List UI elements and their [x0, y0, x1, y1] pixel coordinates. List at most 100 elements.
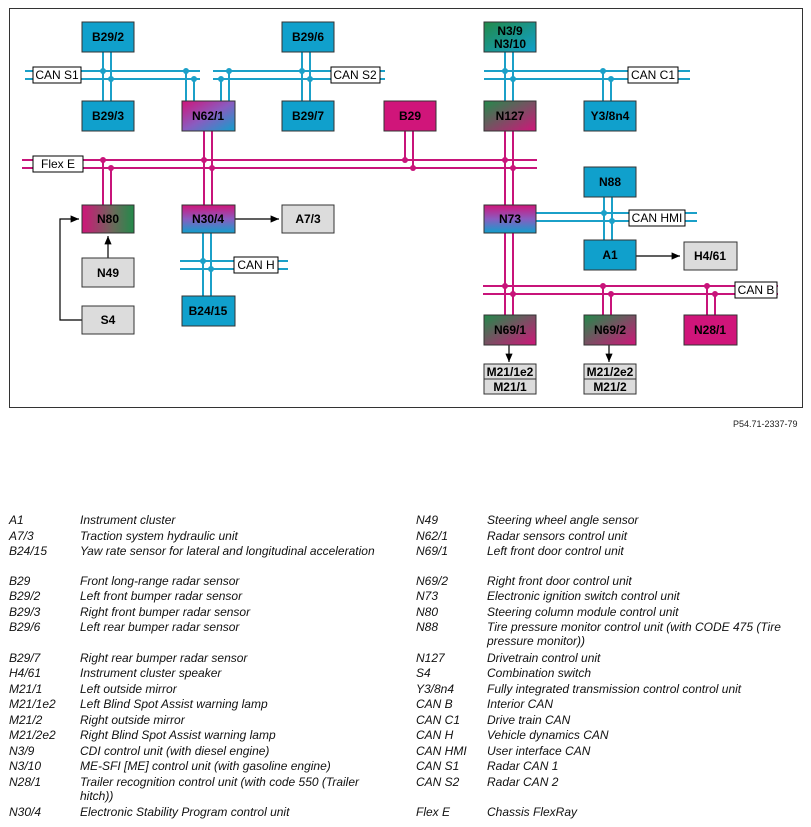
- legend-code: A7/3: [9, 529, 34, 543]
- block-n3-9-n3-10: [483, 21, 537, 53]
- label-h4-61: H4/61: [694, 249, 726, 263]
- label-y3-8n4: Y3/8n4: [591, 109, 630, 123]
- legend-code: CAN H: [416, 728, 454, 742]
- legend-code: B29/2: [9, 589, 41, 603]
- label-b29-2: B29/2: [92, 30, 124, 44]
- legend-code: M21/2: [9, 713, 43, 727]
- label-b29-3: B29/3: [92, 109, 124, 123]
- legend-code: CAN S1: [416, 759, 460, 773]
- label-n80: N80: [97, 212, 119, 226]
- block-n69-1: [483, 314, 537, 346]
- legend-description: ME-SFI [ME] control unit (with gasoline …: [80, 759, 331, 773]
- legend-description: Radar sensors control unit: [487, 529, 628, 543]
- label-m21-1: M21/1: [493, 380, 527, 394]
- legend-description: Right rear bumper radar sensor: [80, 651, 248, 665]
- block-b24-15: [181, 295, 236, 327]
- legend-code: M21/2e2: [9, 728, 56, 742]
- legend-description: Fully integrated transmission control co…: [487, 682, 742, 696]
- block-b29-7: [281, 100, 335, 132]
- block-n49: [81, 257, 135, 288]
- legend-code: N3/9: [9, 744, 35, 758]
- legend-code: A1: [9, 513, 24, 527]
- legend-description: Vehicle dynamics CAN: [487, 728, 609, 742]
- label-a1: A1: [602, 248, 618, 262]
- block-b29-6: [281, 21, 335, 53]
- legend-code: N30/4: [9, 805, 42, 819]
- legend-description: CDI control unit (with diesel engine): [80, 744, 270, 758]
- block-n30-4: [181, 204, 236, 234]
- block-n69-2: [583, 314, 637, 346]
- legend-description: Drive train CAN: [487, 713, 571, 727]
- legend-description: Trailer recognition control unit (with c…: [80, 775, 360, 803]
- legend-code: CAN C1: [416, 713, 461, 727]
- signal-arrows: [59, 215, 680, 362]
- legend-code: N69/2: [416, 574, 449, 588]
- legend-description: Right front door control unit: [487, 574, 632, 588]
- legend-description: Chassis FlexRay: [487, 805, 578, 819]
- legend-code: B29/7: [9, 651, 41, 665]
- legend-description: Electronic Stability Program control uni…: [80, 805, 290, 819]
- legend-description: Left Blind Spot Assist warning lamp: [80, 697, 268, 711]
- legend-code: M21/1e2: [9, 697, 56, 711]
- legend-code: CAN B: [416, 697, 453, 711]
- label-a7-3: A7/3: [295, 212, 321, 226]
- legend-description: Left rear bumper radar sensor: [80, 620, 240, 634]
- block-s4: [81, 305, 135, 335]
- label-n69-2: N69/2: [594, 323, 626, 337]
- reference-number: P54.71-2337-79: [733, 419, 798, 429]
- label-n28-1: N28/1: [694, 323, 726, 337]
- legend-description: Yaw rate sensor for lateral and longitud…: [80, 544, 375, 558]
- label-n3-10: N3/10: [494, 37, 526, 51]
- block-n28-1: [683, 314, 738, 346]
- legend-code: M21/1: [9, 682, 43, 696]
- block-n62-1: [181, 100, 236, 132]
- legend-description: Interior CAN: [487, 697, 554, 711]
- can-h-label-box: [233, 256, 279, 274]
- flex-e-label-box: [32, 155, 84, 173]
- legend-code: CAN HMI: [416, 744, 467, 758]
- flex-e-bus: [22, 131, 537, 206]
- flex-e-label: Flex E: [41, 157, 75, 171]
- legend-code: N80: [416, 605, 439, 619]
- label-b29-6: B29/6: [292, 30, 324, 44]
- label-b29: B29: [399, 109, 421, 123]
- label-n49: N49: [97, 266, 119, 280]
- legend-description: Instrument cluster speaker: [80, 666, 222, 680]
- legend-code: B29/6: [9, 620, 41, 634]
- legend-description: Front long-range radar sensor: [80, 574, 240, 588]
- can-h-label: CAN H: [237, 258, 274, 272]
- legend-description: Left front bumper radar sensor: [80, 589, 243, 603]
- can-b-label-box: [734, 281, 778, 299]
- legend-code: N62/1: [416, 529, 449, 543]
- legend-code: B29/3: [9, 605, 41, 619]
- label-n3-9: N3/9: [497, 24, 523, 38]
- label-m21-2e2: M21/2e2: [587, 365, 634, 379]
- legend-description: Tire pressure monitor control unit (with…: [487, 620, 781, 648]
- block-n73: [483, 204, 537, 234]
- legend-code: S4: [416, 666, 431, 680]
- legend-description: Steering column module control unit: [487, 605, 679, 619]
- can-b-label: CAN B: [738, 283, 775, 297]
- legend-description: Instrument cluster: [80, 513, 176, 527]
- legend-description: Traction system hydraulic unit: [80, 529, 238, 543]
- legend-description: Radar CAN 1: [487, 759, 559, 773]
- block-b29: [383, 100, 437, 132]
- legend-description: Steering wheel angle sensor: [487, 513, 639, 527]
- label-n73: N73: [499, 212, 521, 226]
- legend-code: N49: [416, 513, 439, 527]
- legend-code: B24/15: [9, 544, 48, 558]
- junction-dots: [100, 68, 718, 297]
- legend-code: N73: [416, 589, 439, 603]
- legend-code: N69/1: [416, 544, 449, 558]
- block-h4-61: [683, 241, 738, 271]
- block-y3-8n4: [583, 100, 637, 132]
- label-b24-15: B24/15: [189, 304, 228, 318]
- label-n30-4: N30/4: [192, 212, 224, 226]
- label-b29-7: B29/7: [292, 109, 324, 123]
- can-b-bus: [483, 233, 778, 315]
- block-b29-2: [81, 21, 135, 53]
- legend-description: Right Blind Spot Assist warning lamp: [80, 728, 276, 742]
- legend-description: Drivetrain control unit: [487, 651, 601, 665]
- legend-code: N88: [416, 620, 439, 634]
- can-hmi-label-box: [628, 209, 686, 227]
